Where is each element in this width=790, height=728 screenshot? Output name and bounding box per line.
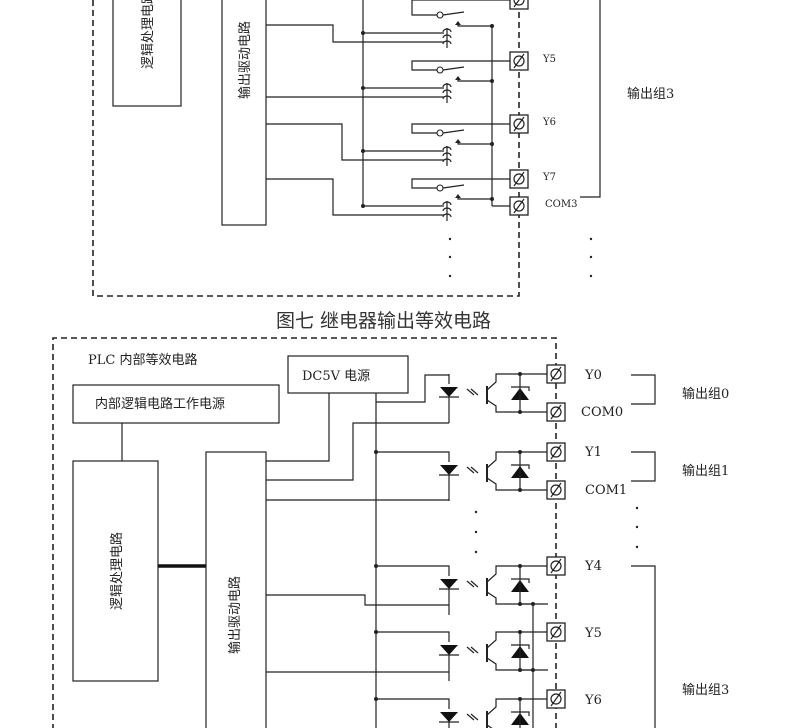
- relay-coil-icon: [442, 83, 452, 103]
- plc-boundary-top: [92, 0, 520, 297]
- light-arrows-icon: [466, 713, 479, 721]
- group-label-1: 输出组1: [682, 463, 729, 479]
- plc-title: PLC 内部等效电路: [88, 352, 197, 368]
- terminal-label-y5: Y5: [542, 54, 556, 65]
- terminal-label-com0: COM0: [581, 405, 623, 420]
- terminal-label-y7: Y7: [542, 172, 556, 183]
- group-label-top: 输出组3: [627, 86, 674, 102]
- terminal-label-y6: Y6: [584, 693, 602, 708]
- light-arrows-icon: [466, 388, 479, 396]
- terminal-label-y1: Y1: [584, 445, 602, 460]
- terminal-label-y6: Y6: [542, 117, 556, 128]
- drive-box-label-top: 输出驱动电路: [237, 21, 253, 99]
- relay-channel: [266, 51, 529, 103]
- group-bracket-3: [631, 565, 656, 728]
- terminal-screw-icon: [509, 51, 529, 71]
- internal-power-box: [72, 384, 280, 424]
- optocoupler-channel: [374, 689, 566, 728]
- relay-coil-icon: [442, 28, 452, 48]
- group-label-3: 输出组3: [682, 682, 729, 698]
- terminal-screw-icon: [546, 364, 566, 384]
- terminal-label-y4: Y4: [584, 559, 602, 574]
- dc5v-label: DC5V 电源: [302, 369, 370, 384]
- drive-box-bottom: [205, 451, 267, 728]
- group-bracket-top: [580, 0, 601, 198]
- relay-channel: [266, 169, 529, 221]
- contact-icon: [436, 129, 444, 137]
- terminal-screw-icon: [546, 402, 566, 422]
- terminal-label-com3: COM3: [545, 199, 577, 210]
- terminal-screw-icon: [509, 114, 529, 134]
- terminal-screw-icon: [546, 556, 566, 576]
- terminal-screw-icon: [509, 169, 529, 189]
- contact-icon: [436, 11, 444, 19]
- relay-channel: [266, 114, 529, 166]
- led-icon: [440, 579, 458, 589]
- optocoupler-channel: [266, 556, 566, 615]
- drive-box-label-bottom: 输出驱动电路: [227, 576, 243, 654]
- logic-box-label-bottom: 逻辑处理电路: [109, 532, 125, 610]
- led-icon: [440, 387, 458, 397]
- led-icon: [440, 465, 458, 475]
- terminal-screw-icon: [509, 0, 529, 10]
- terminal-label-com1: COM1: [585, 483, 627, 498]
- logic-box-label-top: 逻辑处理电路: [140, 0, 156, 69]
- group-label-0: 输出组0: [682, 386, 729, 402]
- terminal-screw-icon: [509, 196, 529, 216]
- relay-coil-icon: [442, 146, 452, 166]
- plc-boundary-bottom: [52, 337, 557, 728]
- light-arrows-icon: [466, 580, 479, 588]
- light-arrows-icon: [466, 466, 479, 474]
- group-bracket-1: [631, 451, 656, 482]
- terminal-label-y0: Y0: [584, 368, 602, 383]
- contact-icon: [436, 66, 444, 74]
- relay-coil-icon: [442, 201, 452, 221]
- contact-icon: [436, 184, 444, 192]
- terminal-label-y5: Y5: [584, 626, 602, 641]
- terminal-screw-icon: [546, 622, 566, 642]
- terminal-screw-icon: [546, 689, 566, 709]
- terminal-screw-icon: [546, 480, 566, 500]
- group-bracket-0: [631, 374, 656, 405]
- relay-output-circuit: 逻辑处理电路 输出驱动电路 Y5 Y6 Y7 COM3 输出组3 图七 继电器输…: [92, 0, 674, 332]
- transistor-output-circuit: PLC 内部等效电路 DC5V 电源 内部逻辑电路工作电源 逻辑处理电路 输出驱…: [52, 337, 729, 728]
- logic-box-bottom: [72, 460, 159, 682]
- led-icon: [440, 645, 458, 655]
- terminal-screw-icon: [546, 442, 566, 462]
- drive-box-top: [221, 0, 267, 226]
- optocoupler-channel: [266, 622, 566, 681]
- logic-box-top: [112, 0, 182, 107]
- optocoupler-channel: [439, 364, 566, 423]
- dc5v-power-box: [287, 355, 409, 394]
- internal-power-label: 内部逻辑电路工作电源: [95, 396, 225, 412]
- figure-caption: 图七 继电器输出等效电路: [276, 310, 491, 332]
- relay-channel: [266, 0, 529, 48]
- optocoupler-channel: [266, 442, 566, 501]
- led-icon: [440, 712, 458, 722]
- light-arrows-icon: [466, 646, 479, 654]
